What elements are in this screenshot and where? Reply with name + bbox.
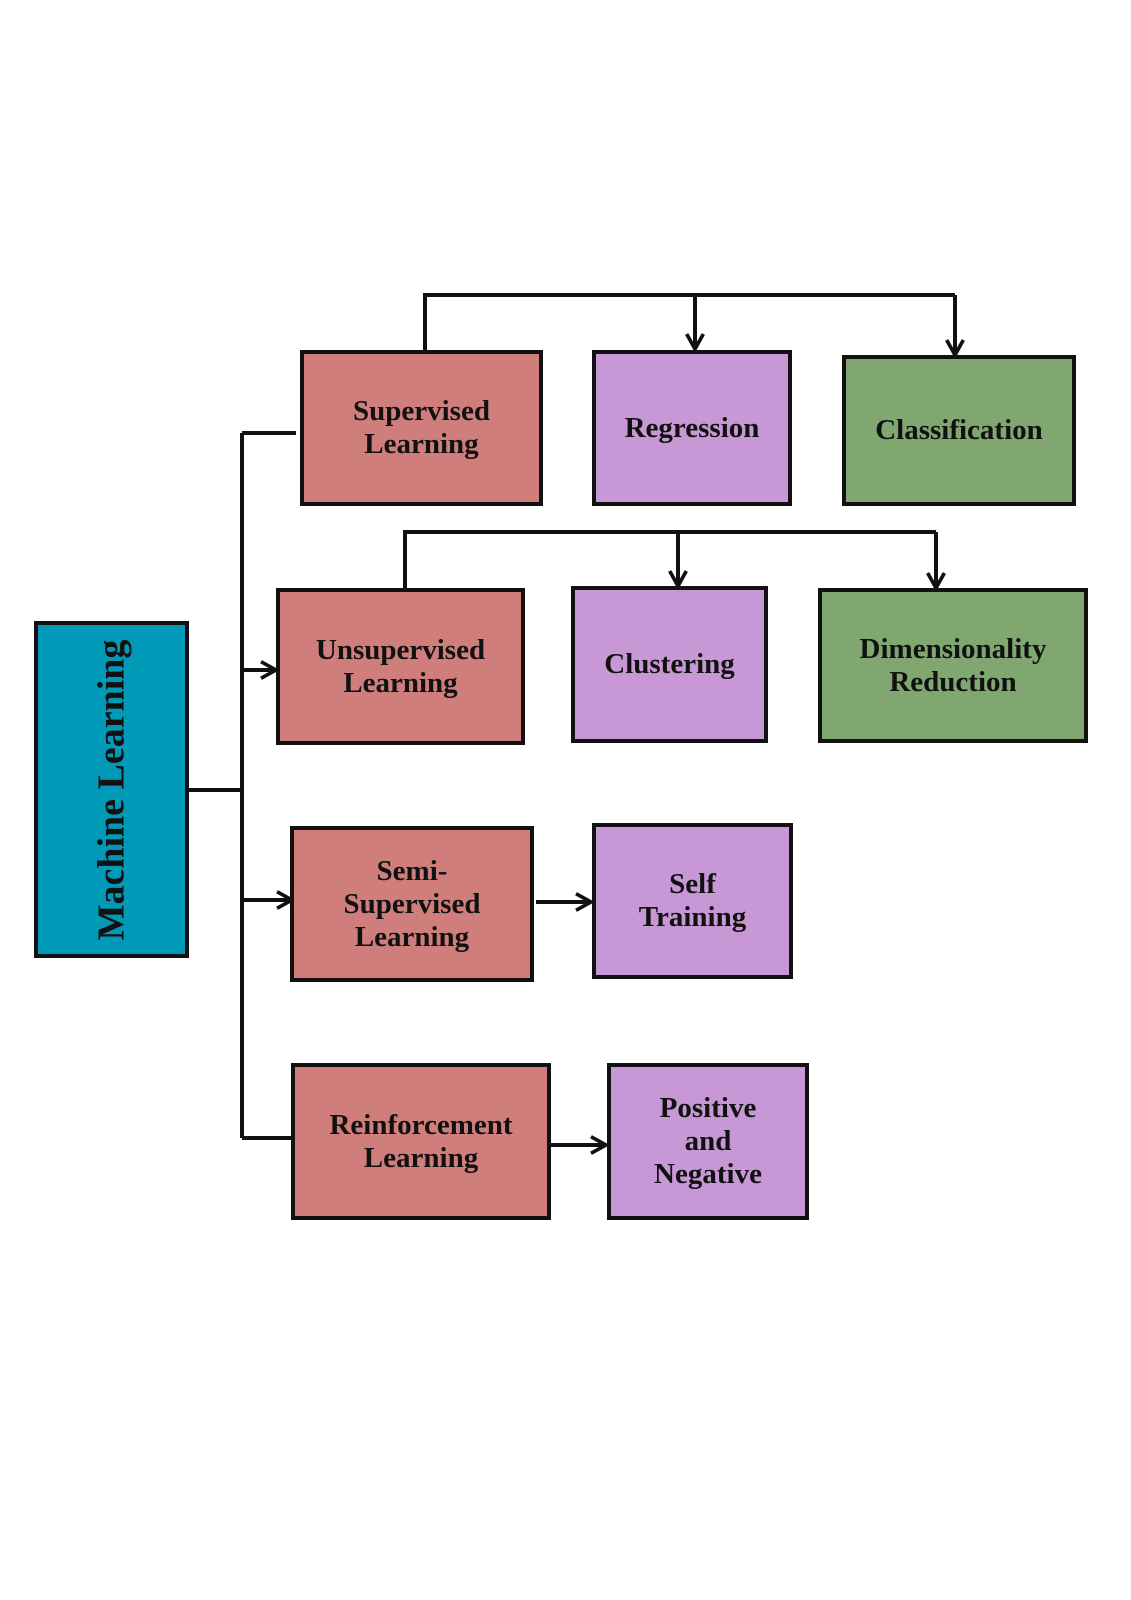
category-label: Reinforcement Learning xyxy=(329,1108,513,1174)
category-label: Supervised Learning xyxy=(353,395,490,460)
supervised-bracket xyxy=(423,293,955,352)
method-node-clustering: Clustering xyxy=(571,586,768,743)
root-node: Machine Learning xyxy=(34,621,189,958)
method-label: Regression xyxy=(624,411,760,444)
category-node-reinforcement: Reinforcement Learning xyxy=(291,1063,551,1220)
method-node-classification: Classification xyxy=(842,355,1076,506)
category-node-supervised: Supervised Learning xyxy=(300,350,543,506)
method-label: Clustering xyxy=(604,648,735,680)
method-node-positive-negative: Positive and Negative xyxy=(607,1063,809,1220)
root-label: Machine Learning xyxy=(90,639,133,940)
category-node-unsupervised: Unsupervised Learning xyxy=(276,588,525,745)
method-label: Classification xyxy=(875,414,1043,446)
method-label: Self Training xyxy=(638,868,747,933)
method-label: Dimensionality Reduction xyxy=(859,632,1047,698)
method-node-dimensionality-reduction: Dimensionality Reduction xyxy=(818,588,1088,743)
unsupervised-bracket xyxy=(403,530,936,588)
method-node-regression: Regression xyxy=(592,350,792,506)
category-label: Unsupervised Learning xyxy=(315,633,486,699)
category-node-semi-supervised: Semi- Supervised Learning xyxy=(290,826,534,982)
method-node-self-training: Self Training xyxy=(592,823,793,979)
category-label: Semi- Supervised Learning xyxy=(343,854,481,953)
method-label: Positive and Negative xyxy=(654,1092,762,1190)
